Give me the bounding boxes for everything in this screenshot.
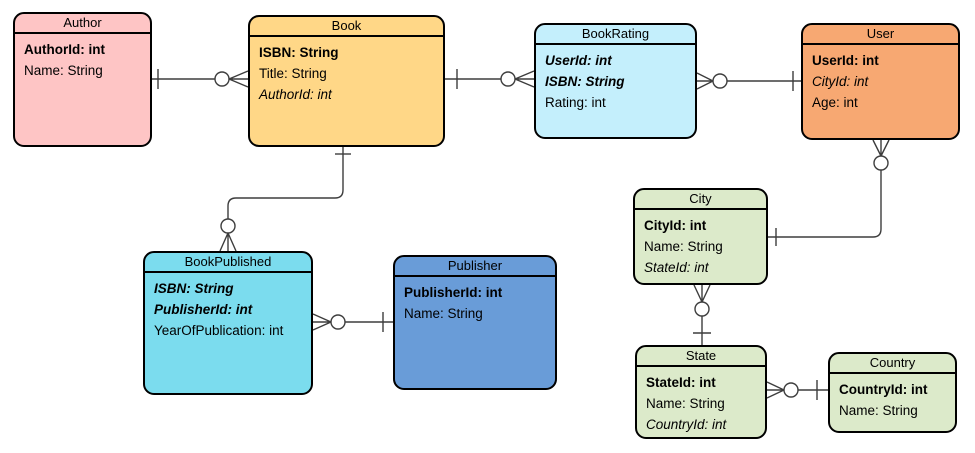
connector-author-book[interactable]	[152, 69, 249, 89]
entity-title: Author	[15, 14, 150, 34]
entity-field: UserId: int	[545, 53, 612, 68]
entity-field: Name: String	[404, 306, 483, 321]
entity-field: AuthorId: int	[259, 87, 332, 102]
connector-book-bookrating[interactable]	[445, 69, 535, 89]
entity-title: BookPublished	[145, 253, 311, 273]
connector-user-city[interactable]	[768, 139, 890, 246]
entity-field: AuthorId: int	[24, 42, 105, 57]
entity-field: Age: int	[812, 95, 858, 110]
entity-field: Title: String	[259, 66, 327, 81]
connector-bookrating-user[interactable]	[696, 71, 801, 91]
entity-field: YearOfPublication: int	[154, 323, 284, 338]
connector-city-state[interactable]	[693, 284, 711, 345]
entity-title: BookRating	[536, 25, 695, 45]
entity-field: StateId: int	[646, 375, 716, 390]
entity-field: CityId: int	[812, 74, 869, 89]
connector-book-bookpublished[interactable]	[219, 147, 351, 252]
connector-bookpublished-publisher[interactable]	[312, 312, 393, 332]
connector-state-country[interactable]	[766, 380, 828, 400]
entity-title: Book	[250, 17, 443, 37]
entity-field: Rating: int	[545, 95, 606, 110]
entity-title: City	[635, 190, 766, 210]
entity-title: Country	[830, 354, 955, 374]
entity-field: Name: String	[24, 63, 103, 78]
entity-field: ISBN: String	[154, 281, 234, 296]
entity-field: PublisherId: int	[154, 302, 253, 317]
entity-field: ISBN: String	[259, 45, 339, 60]
entity-field: CountryId: int	[839, 382, 928, 397]
entity-title: Publisher	[395, 257, 555, 277]
entity-field: UserId: int	[812, 53, 879, 68]
entity-field: CityId: int	[644, 218, 707, 233]
entity-field: CountryId: int	[646, 417, 727, 432]
entity-field: Name: String	[644, 239, 723, 254]
entity-field: Name: String	[646, 396, 725, 411]
entity-field: StateId: int	[644, 260, 709, 275]
entity-field: ISBN: String	[545, 74, 625, 89]
entity-title: State	[637, 347, 765, 367]
entity-field: Name: String	[839, 403, 918, 418]
entity-title: User	[803, 25, 958, 45]
entity-field: PublisherId: int	[404, 285, 503, 300]
